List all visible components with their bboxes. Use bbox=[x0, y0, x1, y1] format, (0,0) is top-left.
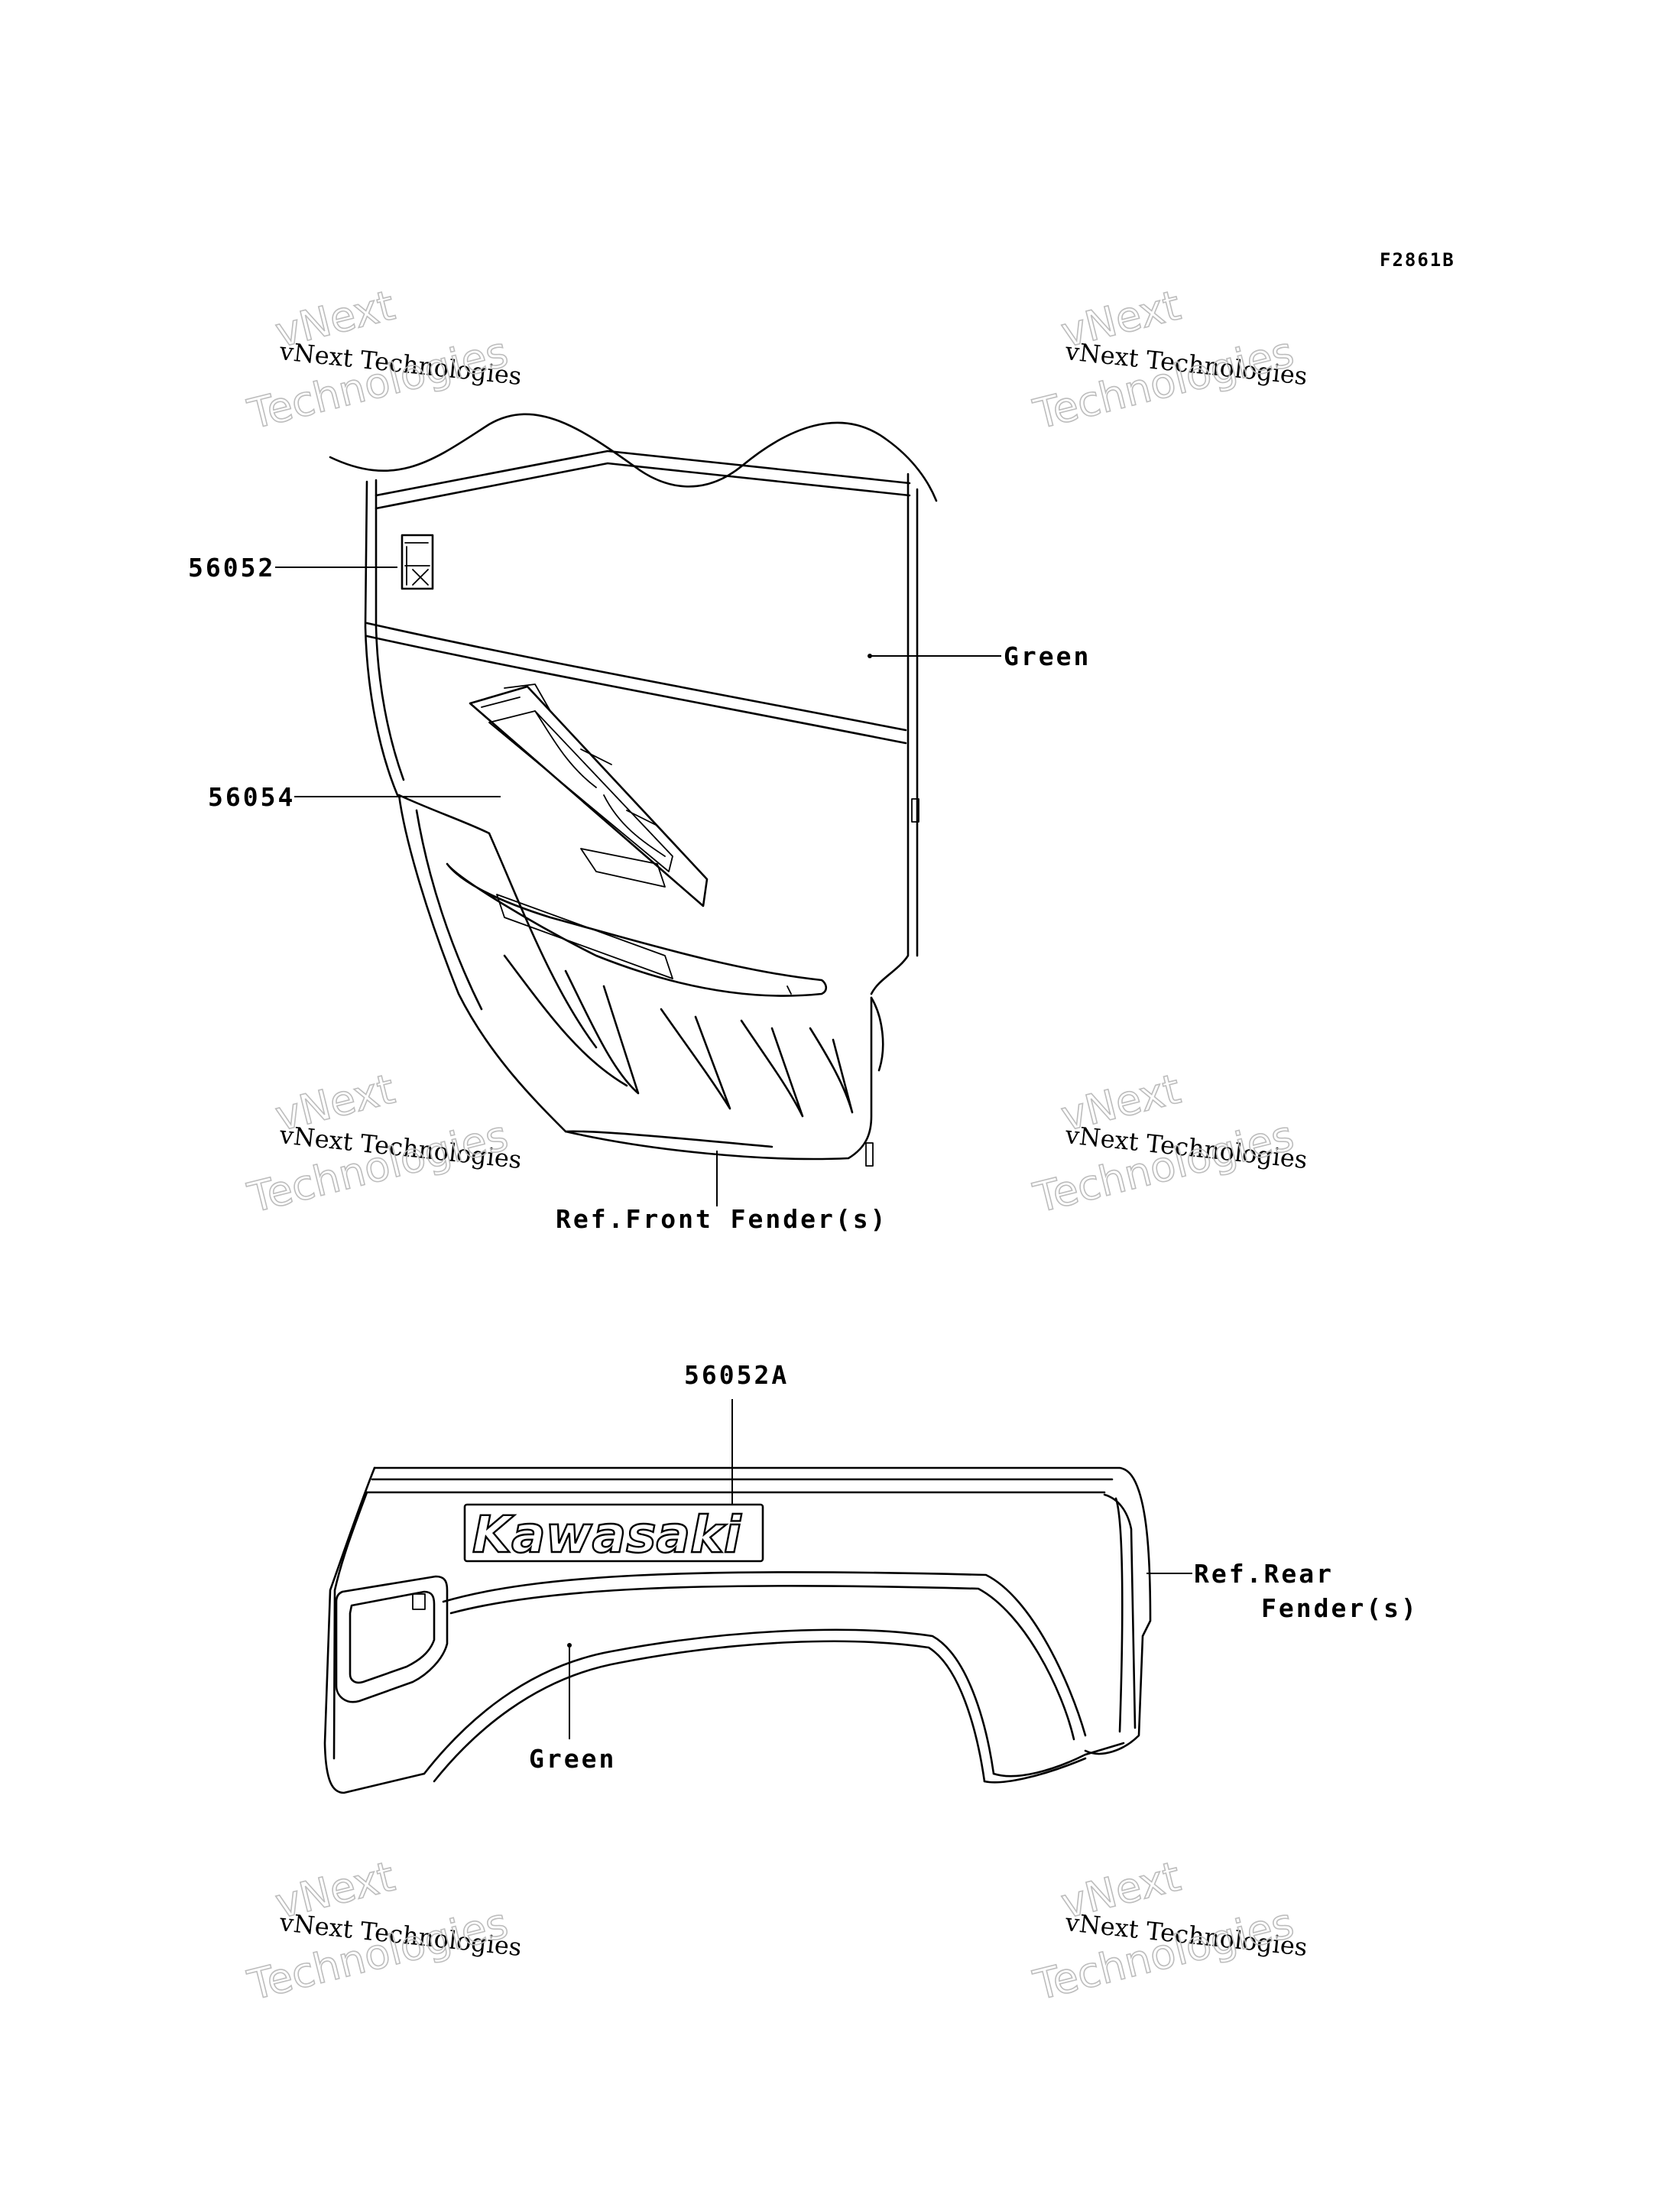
callout-ref-front-fender: Ref.Front Fender(s) bbox=[556, 1204, 888, 1234]
decal-56054 bbox=[469, 683, 709, 907]
watermark-mid-right: vNext vNext Technologies Technologies bbox=[1028, 1064, 1309, 1223]
kawasaki-logo-text: Kawasaki bbox=[472, 1505, 742, 1564]
watermark-bottom-right: vNext vNext Technologies Technologies bbox=[1028, 1852, 1309, 2011]
callout-ref-rear-line1: Ref.Rear bbox=[1194, 1559, 1334, 1589]
rear-fender-drawing bbox=[323, 1466, 1152, 1794]
callout-56052a: 56052A bbox=[684, 1360, 789, 1390]
watermark-bottom-left: vNext vNext Technologies Technologies bbox=[242, 1852, 523, 2011]
callout-green-front: Green bbox=[1004, 641, 1091, 671]
watermark-top-left: vNext vNext Technologies Technologies bbox=[242, 281, 523, 440]
callout-56054: 56054 bbox=[208, 782, 295, 812]
callout-green-rear: Green bbox=[529, 1744, 616, 1774]
front-fender-drawing bbox=[329, 413, 938, 1167]
callout-56052: 56052 bbox=[188, 553, 275, 583]
watermark-top-right: vNext vNext Technologies Technologies bbox=[1028, 281, 1309, 440]
figure-id: F2861B bbox=[1380, 249, 1455, 271]
callout-ref-rear-line2: Fender(s) bbox=[1261, 1593, 1419, 1623]
watermark-mid-left: vNext vNext Technologies Technologies bbox=[242, 1064, 523, 1223]
decal-56052 bbox=[401, 534, 434, 590]
decal-56052a-kawasaki-logo: Kawasaki bbox=[463, 1503, 764, 1565]
